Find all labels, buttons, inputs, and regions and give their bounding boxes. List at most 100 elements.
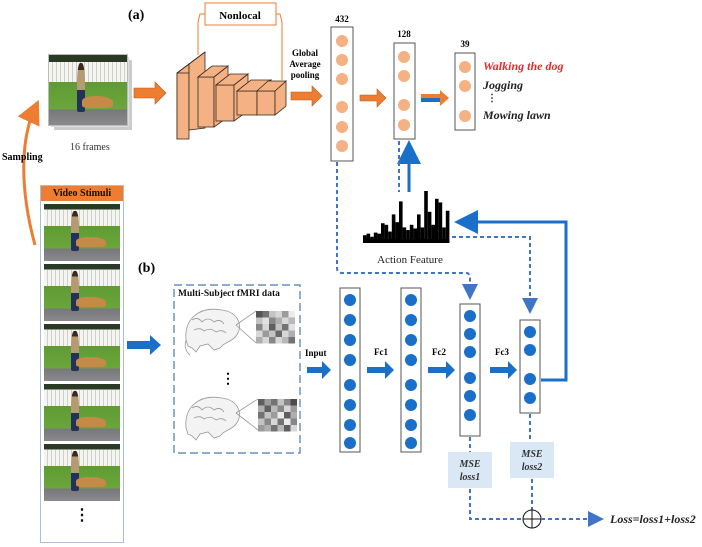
fc1-arrow <box>367 361 394 379</box>
fmri-ellipsis: ⋮ <box>221 372 235 387</box>
fc-arrow-128-39 <box>421 90 449 106</box>
matrix-cell <box>284 405 291 412</box>
neuron <box>405 399 417 411</box>
neuron <box>464 372 476 384</box>
neuron <box>336 101 348 113</box>
person-figure <box>71 330 79 371</box>
matrix-cell <box>264 425 271 432</box>
matrix-cell <box>282 317 289 324</box>
matrix-cell <box>277 399 284 406</box>
frames-caption: 16 frames <box>70 142 110 153</box>
gap-label-line3: pooling <box>291 70 320 80</box>
matrix-cell <box>284 412 291 419</box>
neuron <box>459 61 471 73</box>
neuron <box>398 99 410 111</box>
neuron <box>405 379 417 391</box>
layer-39-size: 39 <box>461 39 471 49</box>
matrix-cell <box>290 418 297 425</box>
matrix-cell <box>275 330 282 337</box>
matrix-cell <box>284 425 291 432</box>
dog-figure <box>81 95 113 109</box>
matrix-cell <box>269 330 276 337</box>
matrix-cell <box>275 317 282 324</box>
histogram-bar <box>435 198 439 243</box>
frames-to-cnn-arrow <box>133 81 167 105</box>
histogram-bar <box>413 228 417 243</box>
histogram-bar <box>377 233 381 243</box>
neuron <box>398 119 410 131</box>
neuron <box>405 437 417 449</box>
histogram-bar <box>381 223 385 243</box>
neuron <box>464 409 476 421</box>
matrix-cell <box>277 418 284 425</box>
matrix-cell <box>256 311 263 318</box>
histogram-bar <box>445 210 450 243</box>
neuron <box>336 140 348 152</box>
fmri-title: Multi-Subject fMRI data <box>178 289 280 299</box>
matrix-cell <box>256 317 263 324</box>
brain-icon-2 <box>185 396 240 441</box>
fmri-matrix-2 <box>258 399 297 432</box>
matrix-cell <box>262 317 269 324</box>
video-stimuli-frames <box>41 204 123 501</box>
matrix-cell <box>290 425 297 432</box>
neuron <box>405 294 417 306</box>
sum-icon <box>522 509 542 529</box>
neuron <box>405 334 417 346</box>
matrix-cell <box>269 337 276 344</box>
matrix-cell <box>275 311 282 318</box>
neuron <box>459 110 471 122</box>
sampling-arrow <box>17 99 40 246</box>
projection-lines-2 <box>235 398 259 431</box>
histogram-bar <box>438 202 443 243</box>
arrow-label-input: Input <box>305 348 327 358</box>
neuron <box>398 51 410 63</box>
stimulus-frame <box>44 384 120 441</box>
layer-128-size: 128 <box>397 29 411 39</box>
stimuli-to-fmri-arrow <box>127 335 161 355</box>
histogram-bar <box>399 201 403 243</box>
matrix-cell <box>277 425 284 432</box>
matrix-cell <box>262 337 269 344</box>
class-ellipsis: ⋮ <box>487 93 497 104</box>
cnn-block-1 <box>176 51 206 140</box>
mse1-to-sum-dashed <box>469 489 524 520</box>
matrix-cell <box>264 412 271 419</box>
neuron <box>464 310 476 322</box>
neuron <box>464 390 476 402</box>
histogram-bar <box>442 227 446 243</box>
histogram-bar <box>406 230 410 243</box>
matrix-cell <box>288 324 295 331</box>
fc1-layer-box <box>400 287 422 453</box>
fc3-to-feature-arrow <box>454 210 568 382</box>
histogram-bar <box>402 227 407 243</box>
matrix-cell <box>288 337 295 344</box>
histogram-base <box>363 239 450 243</box>
histogram-bar <box>373 232 378 243</box>
nonlocal-left-link <box>197 13 205 55</box>
neuron <box>405 314 417 326</box>
matrix-cell <box>284 399 291 406</box>
layer-128-neurons <box>398 51 410 131</box>
dog-figure <box>75 357 107 368</box>
stimulus-frame <box>44 264 120 321</box>
mse-loss1-line2: loss1 <box>460 472 481 483</box>
neuron <box>336 73 348 85</box>
projection-lines-1 <box>235 310 257 344</box>
matrix-cell <box>277 412 284 419</box>
video-stimuli-panel: Video Stimuli ⋮ <box>40 185 124 543</box>
matrix-cell <box>262 311 269 318</box>
matrix-cell <box>258 399 265 406</box>
gap-label-line2: Average <box>289 59 320 69</box>
video-stimuli-title: Video Stimuli <box>41 186 123 201</box>
frames-thumbnail <box>48 54 128 126</box>
matrix-cell <box>275 324 282 331</box>
mse-loss1-line1: MSE <box>458 459 480 470</box>
matrix-cell <box>256 337 263 344</box>
matrix-cell <box>256 324 263 331</box>
matrix-cell <box>284 418 291 425</box>
matrix-cell <box>290 399 297 406</box>
neuron <box>336 121 348 133</box>
matrix-cell <box>269 317 276 324</box>
matrix-cell <box>271 412 278 419</box>
